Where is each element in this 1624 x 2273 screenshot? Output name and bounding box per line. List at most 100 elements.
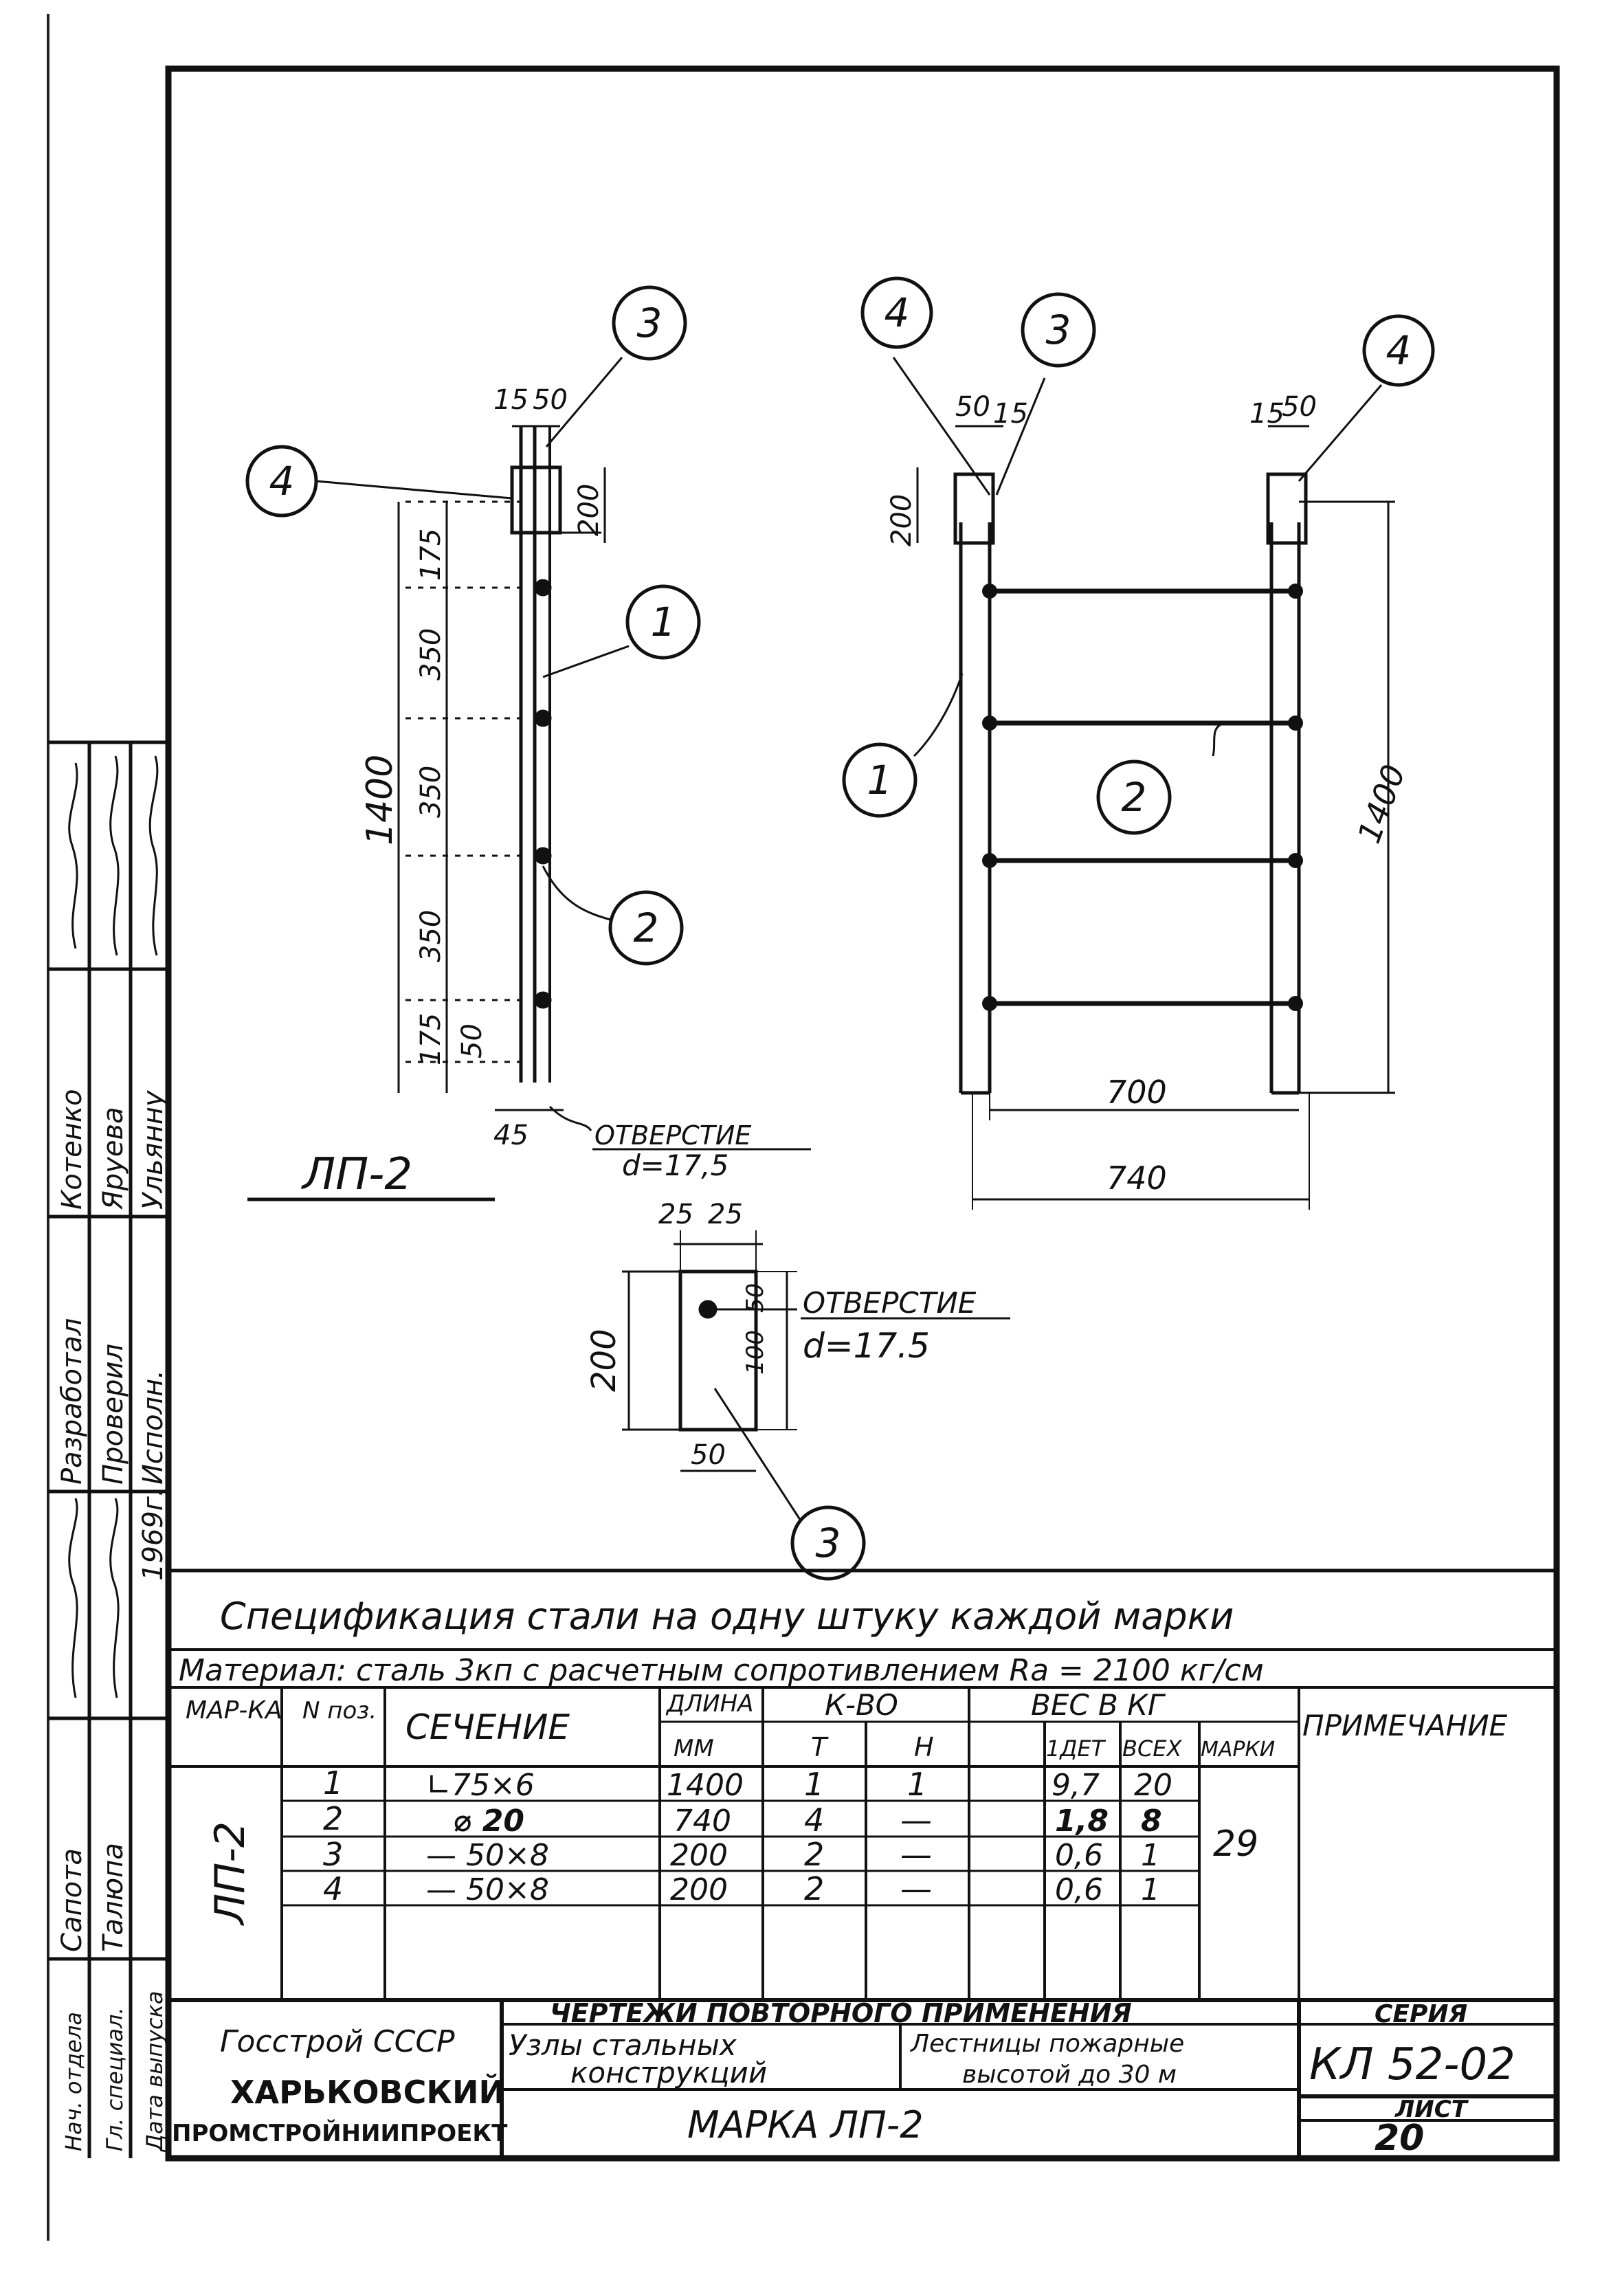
stamp-name-checked: Яруева — [98, 1107, 129, 1210]
callout-2-side-label: 2 — [634, 905, 659, 951]
header-length: ДЛИНА — [665, 1690, 753, 1718]
row4-all: 1 — [1141, 1872, 1160, 1907]
dim-740: 740 — [1106, 1160, 1167, 1197]
header-note: ПРИМЕЧАНИЕ — [1302, 1709, 1508, 1742]
plate-detail — [622, 1230, 805, 1527]
dim-175-top: 175 — [415, 529, 447, 581]
stamp-name-executed: Ульянну — [137, 1089, 169, 1210]
row4-det: 0,6 — [1055, 1872, 1103, 1907]
row3-n: — — [900, 1836, 932, 1873]
callout-3-plate — [790, 1505, 866, 1581]
dim-15-right: 15 — [1249, 398, 1284, 430]
callout-1-front — [842, 742, 917, 818]
stamp-date-value: 1969г. — [137, 1487, 169, 1581]
row2-pos: 2 — [323, 1800, 343, 1837]
dim-50-plate-bottom: 50 — [691, 1439, 726, 1471]
row1-t: 1 — [804, 1766, 824, 1803]
callout-2-side — [608, 890, 684, 966]
mark-total: 29 — [1213, 1823, 1258, 1865]
stamp-role-date: Дата выпуска — [142, 1991, 168, 2153]
callout-4-front-right — [1362, 314, 1435, 387]
row3-t: 2 — [804, 1836, 824, 1873]
title-block-lines — [500, 2000, 1557, 2158]
dim-350-b: 350 — [415, 766, 447, 818]
header-length-unit: ММ — [674, 1735, 714, 1762]
dim-100-plate: 100 — [742, 1330, 769, 1375]
callout-4-front-left-label: 4 — [885, 289, 910, 336]
row1-all: 20 — [1134, 1768, 1172, 1803]
sheet-label: ЛИСТ — [1394, 2096, 1469, 2123]
title-header: ЧЕРТЕЖИ ПОВТОРНОГО ПРИМЕНЕНИЯ — [550, 1998, 1132, 2028]
callout-2-front — [1096, 759, 1172, 835]
dim-700: 700 — [1106, 1074, 1167, 1111]
header-qty: К-ВО — [825, 1688, 898, 1722]
subject-line2: конструкций — [570, 2056, 767, 2089]
dim-50-left: 50 — [955, 391, 990, 423]
row2-length: 740 — [674, 1804, 731, 1839]
callout-3-side — [612, 285, 687, 361]
dim-50-plate-side: 50 — [742, 1283, 769, 1313]
header-w-all: ВСЕХ — [1122, 1736, 1183, 1762]
hole-diameter-side: d=17,5 — [622, 1149, 728, 1182]
dim-1400-front: 1400 — [1350, 759, 1413, 847]
callout-1-side-label: 1 — [651, 599, 676, 645]
org-gosstroy: Госстрой СССР — [220, 2024, 455, 2059]
callout-3-front — [1021, 292, 1096, 368]
row3-length: 200 — [670, 1838, 728, 1873]
callout-3-plate-label: 3 — [816, 1520, 841, 1566]
callout-3-front-label: 3 — [1046, 307, 1071, 353]
stamp-role-checked: Проверил — [98, 1344, 129, 1485]
callouts — [245, 276, 1435, 1581]
stamp-name-chief: Талюпа — [98, 1843, 129, 1952]
header-mark: МАР-КА — [186, 1696, 282, 1725]
dim-45: 45 — [493, 1120, 529, 1151]
mark-caption: МАРКА ЛП-2 — [687, 2103, 924, 2147]
row1-section: ∟75×6 — [426, 1768, 535, 1803]
dim-200-plate: 200 — [585, 1329, 623, 1392]
spec-title: Спецификация стали на одну штуку каждой … — [220, 1595, 1234, 1638]
header-w-mark: МАРКИ — [1201, 1738, 1275, 1762]
row1-det: 9,7 — [1052, 1768, 1100, 1803]
series-label: СЕРИЯ — [1375, 2000, 1467, 2028]
hole-diameter-plate: d=17.5 — [803, 1326, 930, 1366]
row3-pos: 3 — [323, 1836, 343, 1873]
header-qty-n: Н — [914, 1732, 934, 1762]
header-section: СЕЧЕНИЕ — [405, 1707, 570, 1747]
spec-table-lines — [168, 1568, 1557, 2002]
header-qty-t: Т — [811, 1732, 829, 1762]
series-code: КЛ 52-02 — [1309, 2039, 1515, 2090]
callout-1-front-label: 1 — [867, 757, 893, 803]
mark-title-lp2: ЛП-2 — [301, 1149, 412, 1200]
mark-value: ЛП-2 — [206, 1821, 254, 1926]
stamp-role-head: Нач. отдела — [60, 2012, 87, 2151]
hole-label-plate: ОТВЕРСТИЕ — [803, 1286, 977, 1320]
stamp-role-developed: Разработал — [56, 1318, 88, 1485]
row1-pos: 1 — [323, 1764, 343, 1801]
dim-50-right: 50 — [1282, 391, 1317, 423]
row3-section: — 50×8 — [426, 1838, 549, 1873]
row4-length: 200 — [670, 1872, 728, 1907]
row2-all: 8 — [1141, 1804, 1162, 1839]
spec-table-text: Спецификация стали на одну штуку каждой … — [179, 1595, 1508, 1926]
header-pos: N поз. — [302, 1697, 377, 1725]
dim-50-small: 50 — [456, 1023, 488, 1058]
subject-line4: высотой до 30 м — [962, 2061, 1177, 2089]
dim-15-left: 15 — [993, 398, 1028, 430]
side-view-dims: 15 50 200 1400 175 350 350 350 175 50 45… — [301, 384, 751, 1200]
callout-3-side-label: 3 — [637, 300, 663, 346]
callout-4-side-label: 4 — [269, 458, 295, 505]
hole-label-side: ОТВЕРСТИЕ — [594, 1120, 751, 1151]
stamp-name-developed: Котенко — [56, 1089, 88, 1210]
header-weight: ВЕС В КГ — [1031, 1688, 1166, 1722]
side-stamp-text: Разработал Котенко Проверил Яруева Испол… — [56, 1089, 169, 2153]
header-w-det: 1ДЕТ — [1046, 1736, 1106, 1762]
org-institute: ПРОМСТРОЙНИИПРОЕКТ — [172, 2119, 508, 2147]
dim-50: 50 — [533, 384, 568, 416]
dim-25-b: 25 — [708, 1199, 743, 1230]
dim-15: 15 — [493, 384, 529, 416]
spec-material: Материал: сталь 3кп с расчетным сопротив… — [179, 1653, 1264, 1688]
subject-line1: Узлы стальных — [509, 2028, 737, 2062]
dim-350-a: 350 — [415, 628, 447, 680]
dim-200-front: 200 — [886, 494, 917, 546]
